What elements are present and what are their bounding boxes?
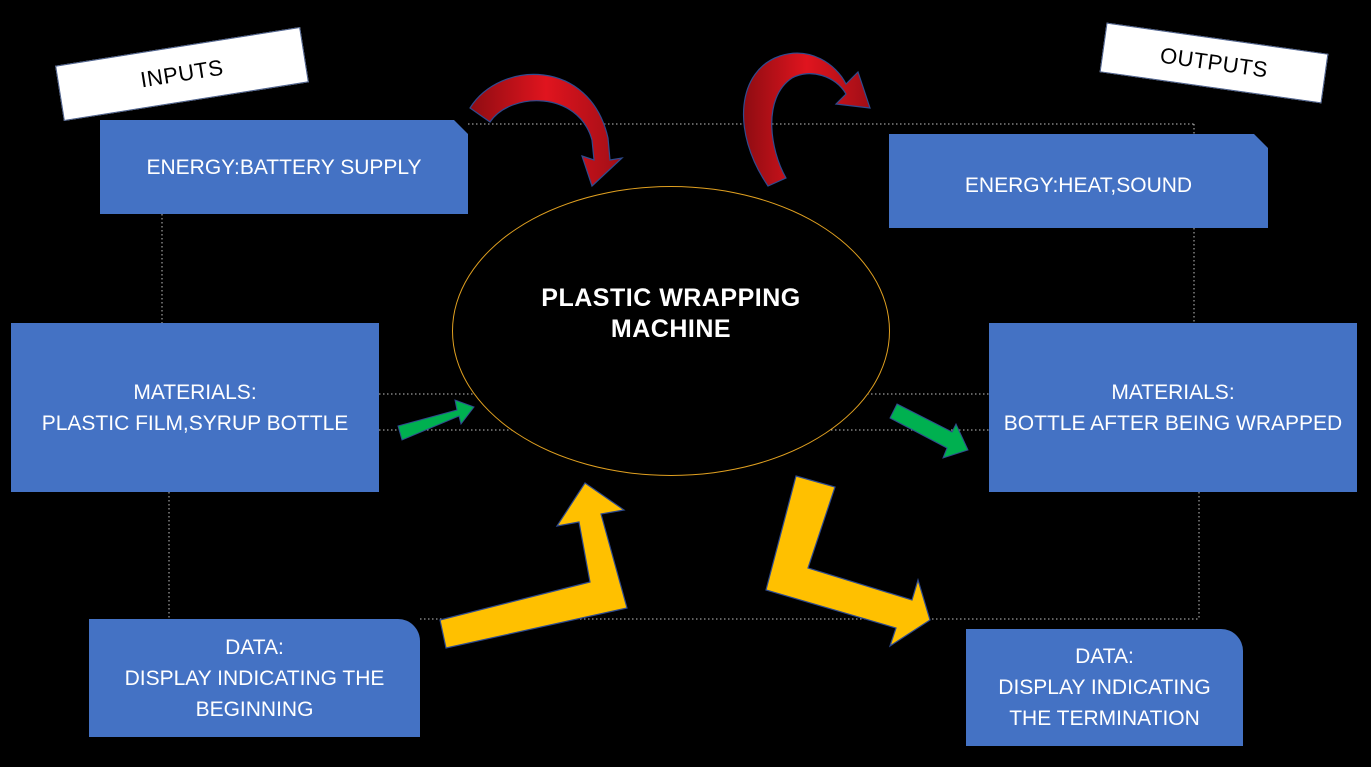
materials-output-box: MATERIALS: BOTTLE AFTER BEING WRAPPED — [989, 323, 1357, 492]
materials-input-arrow-icon — [397, 399, 475, 441]
machine-ellipse: PLASTIC WRAPPING MACHINE — [452, 186, 890, 476]
data-input-heading: DATA: — [225, 635, 284, 659]
materials-output-arrow-icon — [889, 403, 969, 459]
energy-output-box: ENERGY:HEAT,SOUND — [889, 134, 1268, 228]
machine-title-1: PLASTIC WRAPPING — [541, 284, 801, 312]
data-input-text-1: DISPLAY INDICATING THE — [124, 666, 385, 690]
materials-output-text: BOTTLE AFTER BEING WRAPPED — [1003, 411, 1343, 435]
machine-title-2: MACHINE — [610, 315, 732, 343]
data-output-text-2: THE TERMINATION — [1009, 707, 1200, 730]
materials-input-text: PLASTIC FILM,SYRUP BOTTLE — [41, 411, 349, 435]
data-output-bent-arrow-icon — [765, 475, 931, 648]
materials-input-heading: MATERIALS: — [133, 380, 257, 404]
materials-output-heading: MATERIALS: — [1111, 380, 1235, 404]
energy-input-box: ENERGY:BATTERY SUPPLY — [100, 120, 468, 214]
materials-input-box: MATERIALS: PLASTIC FILM,SYRUP BOTTLE — [11, 323, 379, 492]
data-input-text-2: BEGINNING — [195, 697, 314, 721]
data-output-heading: DATA: — [1075, 645, 1134, 668]
energy-input-curved-arrow-icon — [469, 73, 624, 188]
energy-input-text: ENERGY:BATTERY SUPPLY — [146, 155, 422, 179]
data-input-bent-arrow-icon — [439, 482, 628, 649]
data-input-box: DATA: DISPLAY INDICATING THE BEGINNING — [89, 619, 420, 737]
data-output-box: DATA: DISPLAY INDICATING THE TERMINATION — [966, 629, 1243, 746]
data-output-text-1: DISPLAY INDICATING — [998, 676, 1211, 699]
energy-output-text: ENERGY:HEAT,SOUND — [964, 173, 1193, 197]
energy-output-curved-arrow-icon — [742, 52, 871, 187]
